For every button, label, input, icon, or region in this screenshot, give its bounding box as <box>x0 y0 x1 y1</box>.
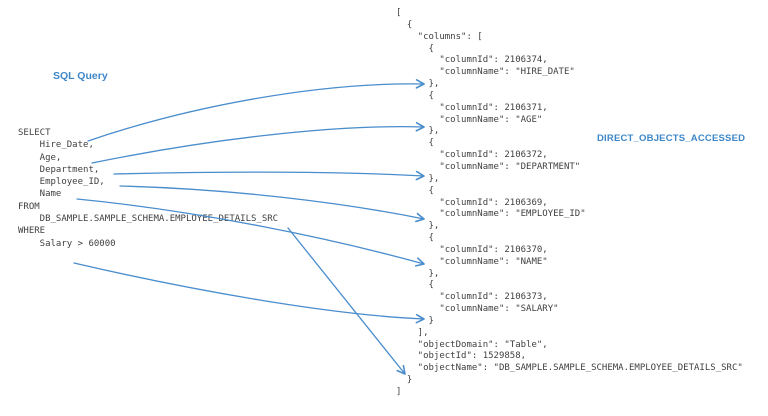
arrow-salary-icon <box>73 262 425 324</box>
direct-objects-accessed-label: DIRECT_OBJECTS_ACCESSED <box>597 133 746 144</box>
sql-query-label: SQL Query <box>53 70 108 82</box>
sql-query-code: SELECT Hire_Date, Age, Department, Emplo… <box>18 128 279 249</box>
arrow-object-name-icon <box>287 227 406 375</box>
direct-objects-accessed-json: [ { "columns": [ { "columnId": 2106374, … <box>396 8 743 397</box>
